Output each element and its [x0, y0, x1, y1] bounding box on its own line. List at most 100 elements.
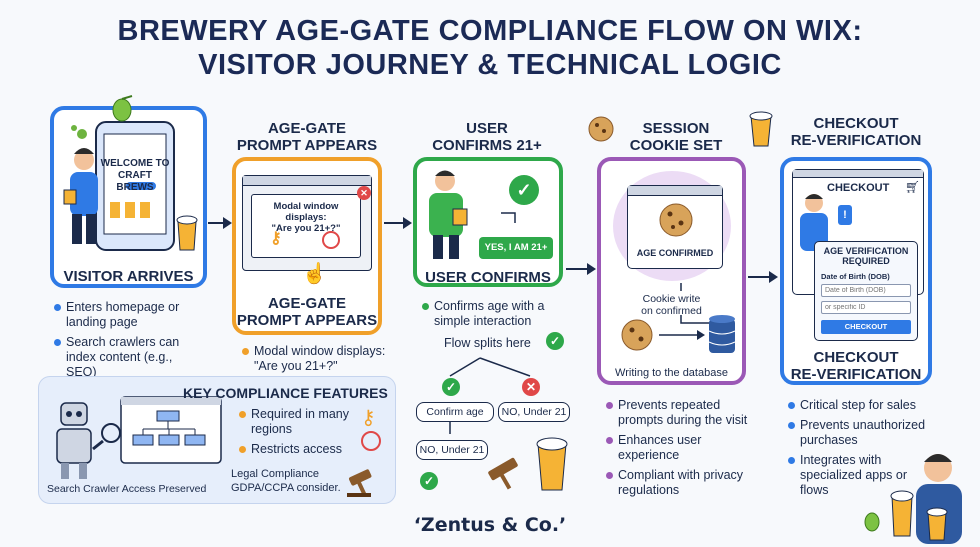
dob-input[interactable] [821, 284, 911, 297]
modal-text-line-2: "Are you 21+?" [271, 223, 341, 234]
dob-label: Date of Birth (DOB) [821, 272, 890, 281]
key-icon: ⚷ [270, 230, 282, 247]
close-icon[interactable]: ✕ [357, 186, 371, 200]
legal-line: GDPA/CCPA consider. [231, 482, 341, 494]
age-confirmed-text: AGE CONFIRMED [636, 248, 714, 258]
gavel-beer-icon [488, 437, 568, 491]
key-feature-item: Restricts access [237, 442, 357, 457]
checkout-label: CHECKOUT RE-VERIFICATION [784, 349, 928, 383]
no-under-21-pill: NO, Under 21 [498, 402, 570, 422]
cross-icon: ✕ [522, 378, 540, 396]
flow-arrow [208, 217, 232, 229]
agegate-heading: AGE-GATE PROMPT APPEARS [232, 120, 382, 154]
checkmark-icon: ✓ [509, 175, 539, 205]
visitor-bullet: Search crawlers can index content (e.g.,… [52, 335, 202, 380]
confirm-label: USER CONFIRMS 21+ [425, 269, 551, 286]
writing-db-text: Writing to the database [615, 367, 728, 379]
modal-text-line-1: Modal window displays: [273, 201, 339, 223]
id-input[interactable] [821, 301, 911, 314]
brewer-illustration [864, 454, 962, 544]
pointer-hand-icon: ☝ [302, 263, 327, 285]
cookie-icon [588, 116, 614, 142]
no-entry-icon [361, 431, 381, 451]
cookie-write-line: on confirmed [641, 305, 702, 317]
checkout-heading-line: CHECKOUT [813, 115, 899, 132]
confirm-bullets: Confirms age with a simple interaction [420, 299, 560, 334]
checkout-bullet: Critical step for sales [786, 398, 936, 413]
confirm-heading: USER CONFIRMS 21+ [412, 120, 562, 154]
checkout-bullet: Integrates with specialized apps or flow… [786, 453, 936, 498]
checkout-heading-line: RE-VERIFICATION [790, 132, 922, 149]
agegate-card: Modal window displays: "Are you 21+?" ⚷ … [232, 157, 382, 335]
verify-panel: AGE VERIFICATION REQUIRED Date of Birth … [814, 241, 918, 341]
hop-icon [112, 95, 133, 122]
flow-arrow [566, 263, 596, 275]
modal-dialog: Modal window displays: "Are you 21+?" ⚷ [251, 194, 361, 258]
checkmark-icon: ✓ [546, 332, 564, 350]
footer-brand: ‘Zentus & Co.’ [413, 514, 567, 536]
verify-title-line: AGE VERIFICATION [823, 246, 909, 256]
agegate-label-line: PROMPT APPEARS [236, 312, 378, 329]
welcome-line-1: WELCOME TO [100, 158, 170, 169]
checkout-label-line: CHECKOUT [813, 349, 899, 366]
agegate-heading-line: AGE-GATE [267, 120, 347, 137]
crawler-illustration [56, 396, 222, 479]
cookie-bullet: Prevents repeated prompts during the vis… [604, 398, 754, 428]
cookie-heading-line: COOKIE SET [629, 137, 723, 154]
cookie-bullets: Prevents repeated prompts during the vis… [604, 398, 754, 503]
agegate-heading-line: PROMPT APPEARS [236, 137, 378, 154]
agegate-label-line: AGE-GATE [267, 295, 347, 312]
agegate-bullet: Modal window displays: "Are you 21+?" [240, 344, 390, 374]
database-illustration [621, 283, 736, 353]
key-features-list: Required in many regions Restricts acces… [237, 407, 357, 462]
agegate-label: AGE-GATE PROMPT APPEARS [236, 295, 378, 329]
checkout-heading: CHECKOUT RE-VERIFICATION [780, 115, 932, 149]
no-entry-icon [322, 231, 340, 249]
cookie-write-text: Cookie write on confirmed [601, 293, 742, 317]
no-under-21-pill-2: NO, Under 21 [416, 440, 488, 460]
confirm-card: ✓ YES, I AM 21+ USER CONFIRMS 21+ [413, 157, 563, 287]
checkout-screen-title: CHECKOUT [827, 182, 890, 194]
flow-arrow [384, 217, 412, 229]
modal-window: Modal window displays: "Are you 21+?" ⚷ … [242, 175, 372, 271]
cookie-icon [659, 203, 693, 237]
visitor-bullet: Enters homepage or landing page [52, 300, 202, 330]
verify-title: AGE VERIFICATION REQUIRED [815, 246, 917, 266]
flow-split-text: Flow splits here [444, 336, 531, 350]
browser-window: AGE CONFIRMED [627, 185, 723, 269]
visitor-arrives-label: VISITOR ARRIVES [63, 268, 194, 285]
key-icon: ⚷ [361, 407, 376, 429]
checkout-label-line: RE-VERIFICATION [790, 366, 922, 383]
cookie-bullet: Compliant with privacy regulations [604, 468, 754, 498]
gavel-icon [347, 469, 372, 497]
checkout-bullet: Prevents unauthorized purchases [786, 418, 936, 448]
visitor-arrives-card: WELCOME TO CRAFT BREWS VISITOR ARRIVES [50, 106, 207, 288]
page-title: BREWERY AGE-GATE COMPLIANCE FLOW ON WIX:… [0, 14, 980, 82]
legal-line: Legal Compliance [231, 468, 320, 480]
beer-glass-icon [749, 111, 773, 147]
title-line-2: VISITOR JOURNEY & TECHNICAL LOGIC [198, 49, 782, 81]
cookie-heading: SESSION COOKIE SET [616, 120, 736, 154]
flow-arrow [748, 271, 778, 283]
cookie-card: AGE CONFIRMED Cookie write on confirmed … [597, 157, 746, 385]
verify-title-line: REQUIRED [842, 256, 890, 266]
legal-compliance-text: Legal Compliance GDPA/CCPA consider. [231, 467, 341, 495]
checkout-button[interactable]: CHECKOUT [821, 320, 911, 334]
cookie-write-line: Cookie write [642, 293, 701, 305]
welcome-line-2: CRAFT BREWS [116, 170, 154, 193]
checkout-bullets: Critical step for sales Prevents unautho… [786, 398, 936, 503]
key-feature-item: Required in many regions [237, 407, 357, 437]
confirm-age-pill: Confirm age [416, 402, 494, 422]
title-line-1: BREWERY AGE-GATE COMPLIANCE FLOW ON WIX: [117, 15, 863, 47]
checkout-card: CHECKOUT 🛒︎ ! AGE VERIFICATION REQUIRED … [780, 157, 932, 385]
alert-icon: ! [838, 205, 852, 225]
cookie-bullet: Enhances user experience [604, 433, 754, 463]
user-confirm-illustration [429, 170, 516, 259]
cookie-heading-line: SESSION [642, 120, 710, 137]
yes-21-button[interactable]: YES, I AM 21+ [479, 237, 553, 259]
confirm-heading-line: CONFIRMS 21+ [432, 137, 542, 154]
agegate-bullets: Modal window displays: "Are you 21+?" [240, 344, 390, 379]
checkmark-icon: ✓ [420, 472, 438, 490]
crawler-caption: Search Crawler Access Preserved [47, 483, 207, 495]
confirm-heading-line: USER [466, 120, 508, 137]
